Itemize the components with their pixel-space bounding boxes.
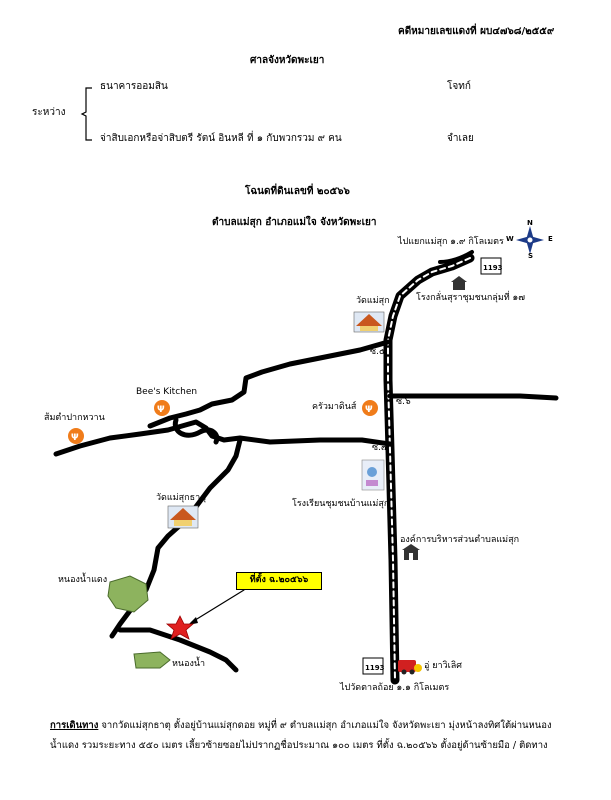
label-to-wat: ไปวัดตาลถ้อย ๑.๑ กิโลเมตร: [340, 683, 450, 693]
plaintiff-name: ธนาคารออมสิน: [100, 81, 168, 92]
soi5-road: [147, 339, 391, 429]
directions-line2: น้ำแดง รวมระยะทาง ๕๕๐ เมตร เลี้ยวซ้ายซอย…: [50, 740, 548, 751]
label-bees-kitchen: Bee's Kitchen: [136, 387, 198, 397]
building-icon: [402, 544, 420, 560]
label-sao: องค์การบริหารส่วนตำบลแม่สุก: [400, 535, 520, 545]
between-label: ระหว่าง: [32, 107, 66, 118]
brace-bracket: [80, 87, 92, 141]
directions-line1: จากวัดแม่สุกธาตุ ตั้งอยู่บ้านแม่สุกดอย ห…: [98, 720, 552, 731]
compass-w: W: [506, 235, 514, 243]
label-soi6: ซ.๖: [396, 397, 411, 407]
label-nong-nam-daeng: หนองน้ำแดง: [58, 575, 108, 585]
label-to-maeyen: ไปแยกแม่สุก ๑.๙ กิโลเมตร: [398, 237, 504, 247]
highway-top-number: 1193: [483, 264, 503, 272]
top-road-curve: [438, 250, 474, 264]
label-somtam: ส้มตำปากหวาน: [44, 413, 105, 423]
directions-lead: การเดินทาง: [50, 720, 99, 731]
label-soi7: ซ.๗: [372, 443, 388, 453]
callout-arrow: [191, 589, 245, 623]
label-slaughterhouse: โรงกลั่นสุราชุมชนกลุ่มที่ ๑๗: [416, 293, 526, 303]
plaintiff-role: โจทก์: [447, 81, 471, 92]
court-name: ศาลจังหวัดพะเยา: [250, 55, 325, 66]
defendant-name: จ่าสิบเอกหรือจ่าสิบตรี รัตน์ อินหลี ที่ …: [100, 133, 342, 144]
location-title: ตำบลแม่สุก อำเภอแม่ใจ จังหวัดพะเยา: [212, 217, 377, 228]
junction-loop: [172, 417, 220, 445]
site-road: [117, 627, 239, 673]
label-garage: อู่ ยาวิเลิศ: [424, 661, 462, 671]
pond-nong-nam-daeng: [107, 575, 149, 613]
label-khrua-mathin: ครัวมาดินส์: [312, 402, 357, 412]
garage-icon: [398, 660, 422, 675]
soi6-road: [387, 393, 559, 401]
defendant-role: จำเลย: [447, 133, 474, 144]
school-icon: [361, 459, 385, 491]
compass-icon: [516, 226, 544, 254]
label-wat-maesuk-that: วัดแม่สุกธาตุ: [156, 493, 206, 503]
restaurant-icon: [68, 400, 378, 444]
temple-icon: [167, 311, 385, 529]
site-callout: ที่ตั้ง ฉ.๒๐๕๖๖: [236, 572, 322, 590]
compass-n: N: [527, 219, 533, 227]
pond-nong-nam: [133, 651, 171, 669]
svg-text:Ψ: Ψ: [157, 405, 165, 415]
west-road: [53, 419, 393, 457]
label-soi5: ซ.๕: [370, 347, 386, 357]
highway-sign-icon: [362, 257, 502, 675]
svg-text:Ψ: Ψ: [71, 433, 79, 443]
svg-text:Ψ: Ψ: [365, 405, 373, 415]
directions-paragraph: การเดินทาง จากวัดแม่สุกธาตุ ตั้งอยู่บ้าน…: [50, 716, 570, 756]
highway-road: [383, 253, 475, 685]
highway-bottom-number: 1193: [365, 664, 385, 672]
house-icon: [451, 276, 467, 290]
compass-s: S: [528, 252, 534, 260]
star-marker-icon: [165, 615, 195, 640]
label-nong-nam: หนองน้ำ: [172, 659, 206, 669]
label-wat-maesuk: วัดแม่สุก: [356, 296, 390, 306]
arrow-head: [188, 617, 198, 625]
case-number: คดีหมายเลขแดงที่ ผบ๔๗๖๘/๒๕๕๙: [398, 26, 555, 37]
compass-e: E: [548, 235, 553, 243]
label-school: โรงเรียนชุมชนบ้านแม่สุก: [292, 499, 390, 509]
highway-dash: [387, 257, 471, 681]
deed-title: โฉนดที่ดินเลขที่ ๒๐๕๖๖: [245, 186, 350, 197]
